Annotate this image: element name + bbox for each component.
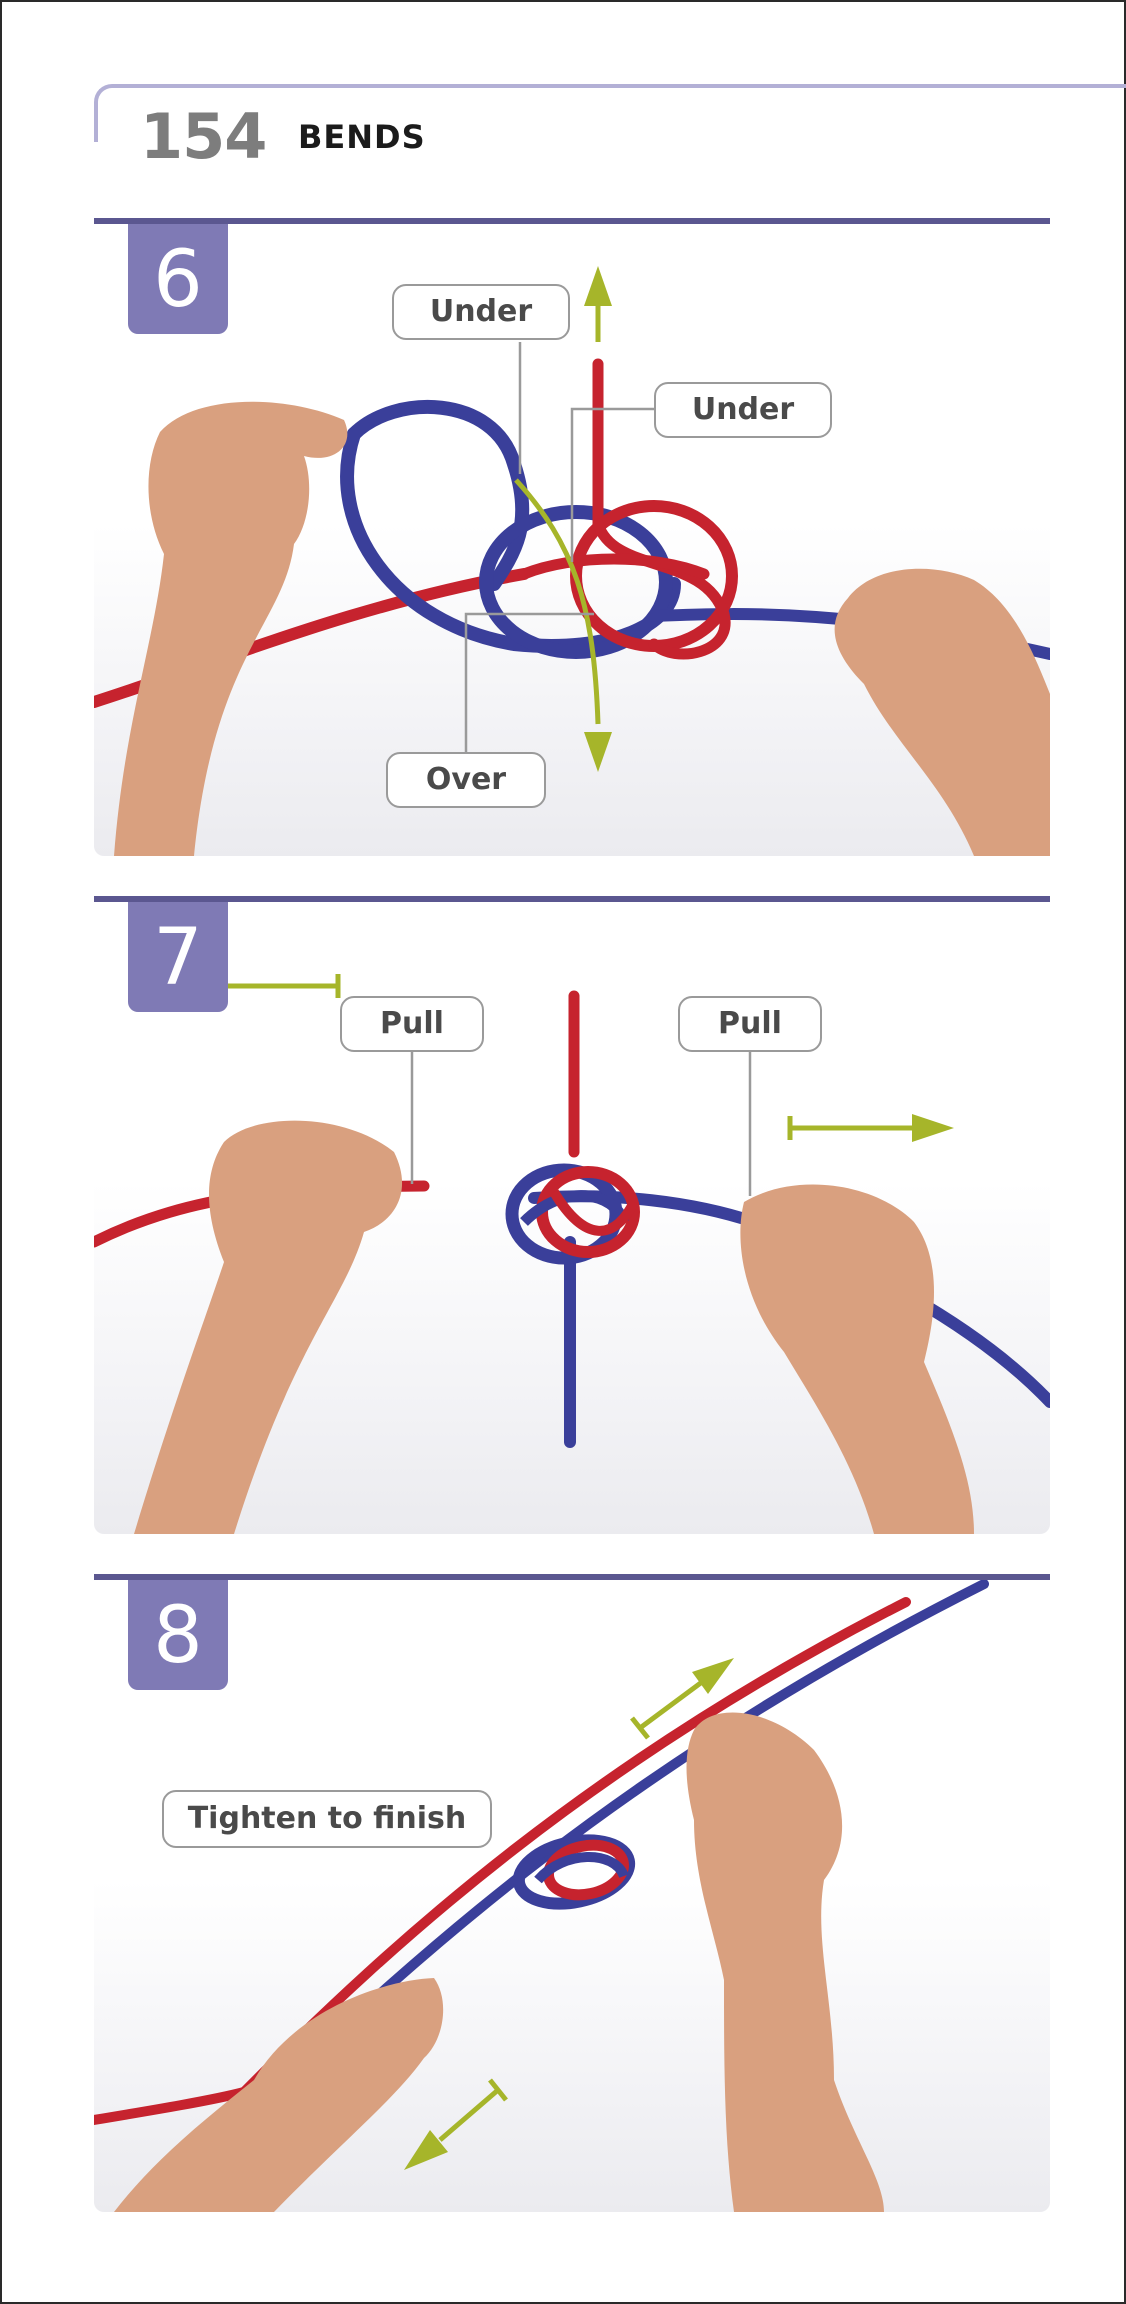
step-8-badge: 8: [128, 1580, 228, 1690]
label-under-1: Under: [392, 284, 570, 340]
step-6-illustration: [94, 266, 1050, 856]
step-6-badge: 6: [128, 224, 228, 334]
page-number: 154: [140, 100, 267, 173]
header-rule: [94, 84, 1126, 142]
step-7-illustration: [94, 972, 1050, 1534]
label-under-2: Under: [654, 382, 832, 438]
label-pull-left: Pull: [340, 996, 484, 1052]
label-over: Over: [386, 752, 546, 808]
label-tighten-to-finish: Tighten to finish: [162, 1790, 492, 1848]
step-8-illustration: [94, 1580, 989, 2212]
step-7-panel: Pull Pull 7: [94, 896, 1050, 1534]
label-pull-right: Pull: [678, 996, 822, 1052]
step-8-panel: Tighten to finish 8: [94, 1574, 1050, 2212]
step-7-badge: 7: [128, 902, 228, 1012]
section-title: BENDS: [298, 118, 426, 156]
step-6-panel: Under Under Over 6: [94, 218, 1050, 856]
